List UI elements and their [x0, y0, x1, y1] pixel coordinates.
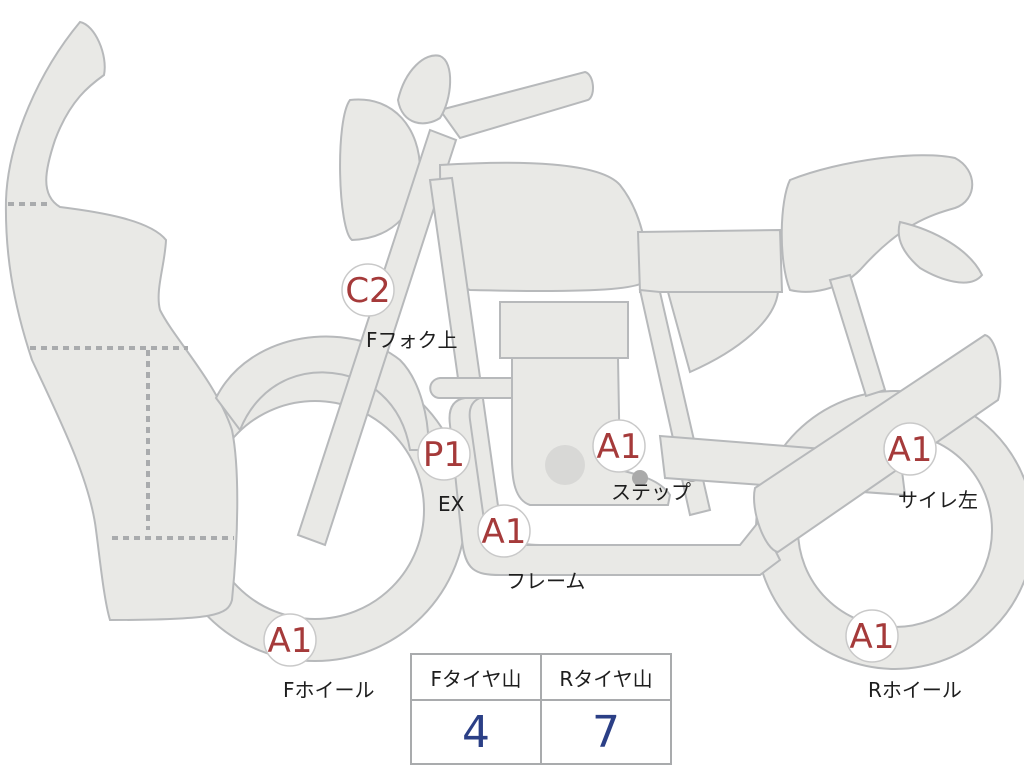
front-tire-value[interactable]: 4	[462, 706, 490, 758]
rear-tire-header: Rタイヤ山	[542, 655, 670, 701]
front-tire-column: Fタイヤ山 4	[412, 655, 540, 763]
fuel-tank	[438, 161, 648, 292]
seat-front	[636, 228, 784, 293]
label-step: ステップ	[611, 480, 691, 504]
badge-step[interactable]: A1	[592, 419, 646, 473]
engine-cover	[545, 445, 585, 485]
front-fork	[296, 128, 458, 547]
badge-frame[interactable]: A1	[477, 504, 531, 558]
badge-frame-text: A1	[482, 512, 527, 552]
label-exhaust: EX	[438, 492, 465, 516]
badge-step-text: A1	[597, 427, 642, 467]
handlebar	[438, 70, 594, 140]
label-fork-upper: Fフォク上	[366, 328, 458, 352]
label-swingarm-left: サイレ左	[898, 488, 978, 512]
badge-exhaust[interactable]: P1	[417, 427, 471, 481]
label-rear-wheel: Rホイール	[868, 678, 962, 702]
tire-tread-table: Fタイヤ山 4 Rタイヤ山 7	[410, 653, 672, 765]
tail-light	[897, 220, 984, 284]
badge-front-wheel[interactable]: A1	[263, 613, 317, 667]
badge-fork-upper-text: C2	[345, 271, 390, 311]
step-peg-1	[632, 470, 648, 486]
label-frame: フレーム	[506, 569, 586, 593]
front-tire-header: Fタイヤ山	[412, 655, 540, 701]
rear-tire-value[interactable]: 7	[592, 706, 620, 758]
front-fairing	[4, 20, 239, 622]
badge-swingarm-left-text: A1	[888, 430, 933, 470]
frame-rear-strut	[828, 273, 887, 398]
mirror	[396, 54, 452, 125]
headlight	[339, 98, 422, 242]
label-front-wheel: Fホイール	[283, 678, 375, 702]
badge-rear-wheel-text: A1	[850, 617, 895, 657]
side-cover	[666, 291, 780, 374]
rear-tire-column: Rタイヤ山 7	[540, 655, 670, 763]
badge-exhaust-text: P1	[423, 435, 465, 475]
muffler	[753, 333, 1002, 554]
badge-rear-wheel[interactable]: A1	[845, 609, 899, 663]
tail-cowl	[780, 154, 974, 293]
engine-head	[499, 301, 629, 359]
badge-fork-upper[interactable]: C2	[341, 263, 395, 317]
badge-front-wheel-text: A1	[268, 621, 313, 661]
badge-swingarm-left[interactable]: A1	[883, 422, 937, 476]
